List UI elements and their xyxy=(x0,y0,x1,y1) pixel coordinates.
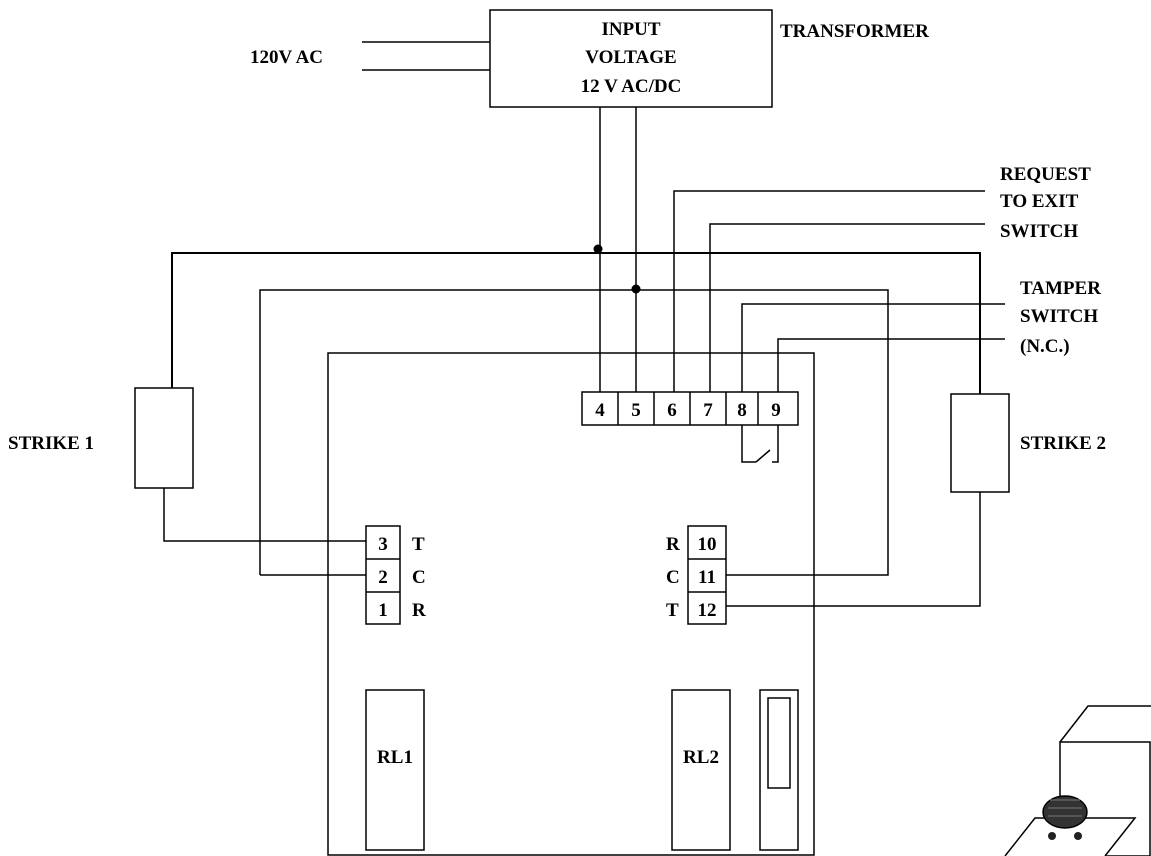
terminal-7: 7 xyxy=(703,400,713,421)
terminal-3: 3 xyxy=(378,534,388,555)
transformer-line-1: INPUT xyxy=(601,19,660,40)
illustration-screw-right xyxy=(1074,832,1082,840)
rex-line-1: REQUEST xyxy=(1000,164,1091,185)
terminal-1: 1 xyxy=(378,600,388,621)
right-terminal-frame xyxy=(687,525,727,625)
tamper-switch-contact-right xyxy=(772,425,779,463)
terminal-2: 2 xyxy=(378,567,388,588)
tamper-line-1: TAMPER xyxy=(1020,278,1101,299)
top-terminal-strip: 4 5 6 7 8 9 xyxy=(581,391,799,426)
strike-1: STRIKE 1 xyxy=(8,387,366,542)
terminal-12: 12 xyxy=(698,600,717,621)
relay-1-label: RL1 xyxy=(377,747,413,768)
tamper-line-2: SWITCH xyxy=(1020,306,1098,327)
request-to-exit-label: REQUEST TO EXIT SWITCH xyxy=(1000,164,1091,242)
terminal-10-letter: R xyxy=(666,534,680,555)
relay-1: RL1 xyxy=(365,689,425,851)
transformer-box xyxy=(489,9,773,108)
wire-rex-6 xyxy=(673,190,985,392)
ac-input-label: 120V AC xyxy=(250,47,323,68)
junction-dot-2 xyxy=(631,284,641,294)
switch-illustration-icon xyxy=(1004,705,1151,856)
rex-line-3: SWITCH xyxy=(1000,221,1078,242)
terminal-1-letter: R xyxy=(412,600,426,621)
wire-tamper-8 xyxy=(741,303,1005,392)
illustration-screw-left xyxy=(1048,832,1056,840)
terminal-8: 8 xyxy=(737,400,747,421)
strike-2-label: STRIKE 2 xyxy=(1020,433,1106,454)
tamper-line-3: (N.C.) xyxy=(1020,336,1070,357)
tamper-switch-contact-left xyxy=(741,425,756,463)
tamper-switch-label: TAMPER SWITCH (N.C.) xyxy=(1020,278,1101,357)
wire-rex-7 xyxy=(709,223,985,392)
terminal-9: 9 xyxy=(771,400,781,421)
terminal-10: 10 xyxy=(698,534,717,555)
terminal-5: 5 xyxy=(631,400,641,421)
terminal-6: 6 xyxy=(667,400,677,421)
controller-board xyxy=(327,352,815,856)
relay-2-box xyxy=(671,689,731,851)
transformer: INPUT VOLTAGE 12 V AC/DC TRANSFORMER xyxy=(489,9,929,108)
relay-1-box xyxy=(365,689,425,851)
transformer-line-3: 12 V AC/DC xyxy=(581,76,682,97)
illustration-box-top xyxy=(1059,705,1151,743)
wire-tamper-9 xyxy=(777,338,1005,392)
terminal-2-letter: C xyxy=(412,567,426,588)
strike-2: STRIKE 2 xyxy=(712,393,1106,607)
junction-dot-1 xyxy=(593,244,603,254)
strike-1-box xyxy=(134,387,194,489)
jumper-slot xyxy=(759,689,799,851)
wire-strike1-to-3 xyxy=(163,488,366,542)
terminal-3-letter: T xyxy=(412,534,425,555)
ac-input: 120V AC xyxy=(250,41,490,71)
terminal-4: 4 xyxy=(595,400,605,421)
terminal-11-letter: C xyxy=(666,567,680,588)
transformer-title: TRANSFORMER xyxy=(780,21,929,42)
left-terminal-frame xyxy=(365,525,401,625)
relay-2: RL2 xyxy=(671,689,731,851)
rex-line-2: TO EXIT xyxy=(1000,191,1079,212)
strike-2-box xyxy=(950,393,1010,493)
transformer-line-2: VOLTAGE xyxy=(585,47,676,68)
wire-strike2-to-12 xyxy=(712,492,981,607)
terminal-12-letter: T xyxy=(666,600,679,621)
strike-1-label: STRIKE 1 xyxy=(8,433,94,454)
tamper-switch-blade xyxy=(755,449,771,463)
relay-2-label: RL2 xyxy=(683,747,719,768)
wire-c-common-bus xyxy=(259,289,889,576)
illustration-puck xyxy=(1042,795,1088,829)
wire-strike-common-bus xyxy=(171,252,981,394)
terminal-11: 11 xyxy=(698,567,716,588)
jumper-slot-inner xyxy=(767,697,791,789)
left-terminal-block: 3 2 1 T C R xyxy=(365,525,426,625)
right-terminal-block: 10 11 12 R C T xyxy=(666,525,727,625)
